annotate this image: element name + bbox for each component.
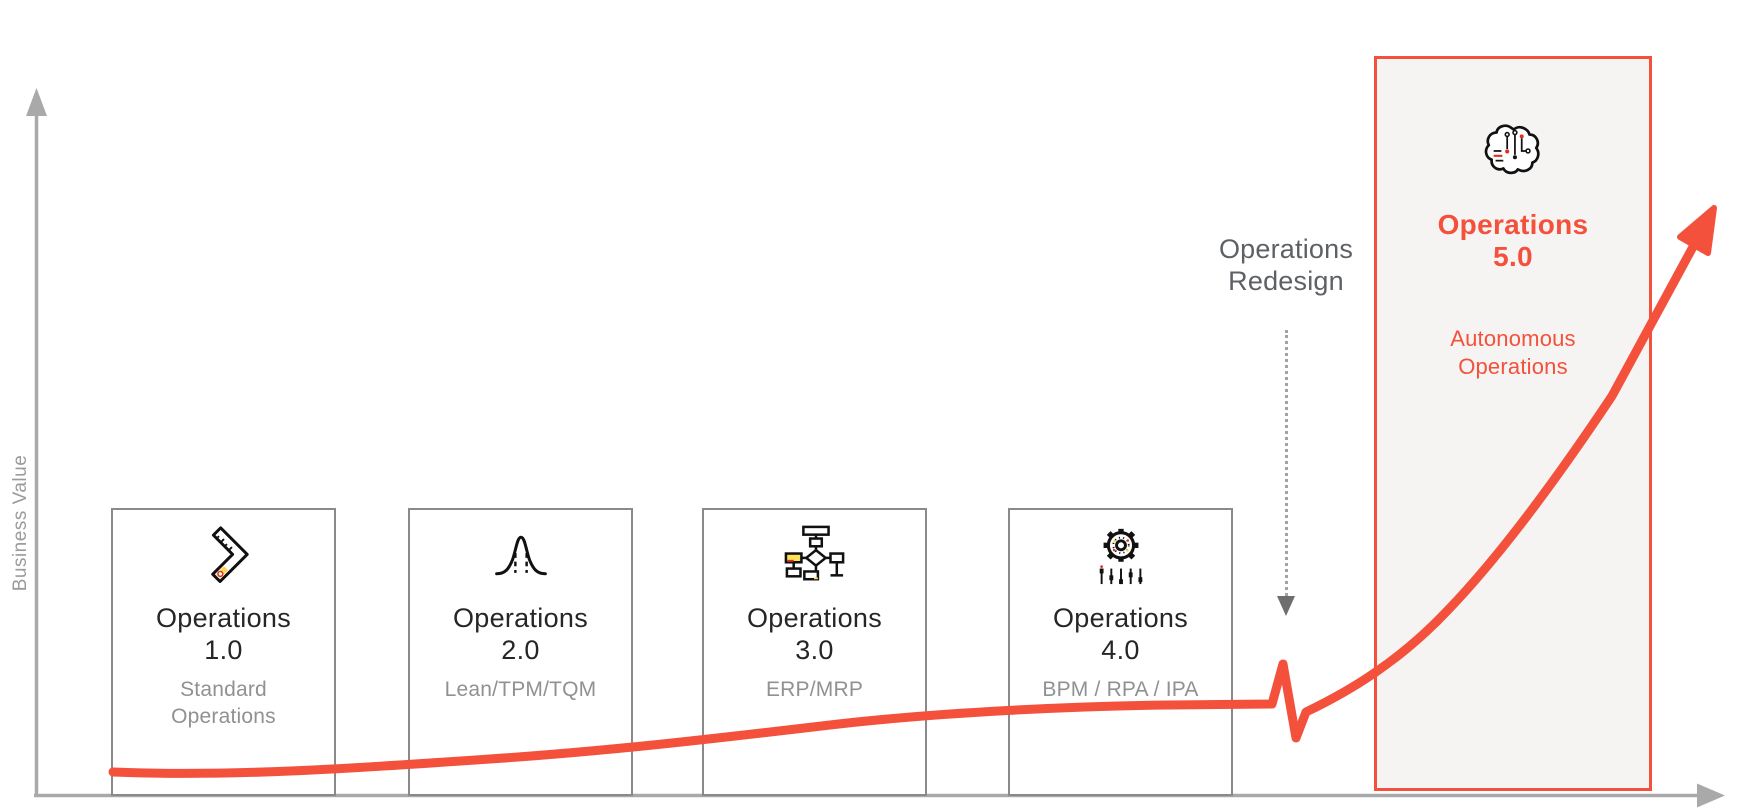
- y-axis-arrowhead-icon: [26, 88, 47, 116]
- stage-title: Operations: [1052, 603, 1189, 633]
- gear-sliders-icon: [1090, 524, 1152, 586]
- redesign-dotted-arrow-line: [1284, 330, 1288, 596]
- highlight-box-operations-5: Operations 5.0 Autonomous Operations: [1374, 56, 1652, 791]
- operations-redesign-label: Operations Redesign: [1166, 234, 1406, 298]
- x-axis-arrowhead-icon: [1697, 783, 1725, 808]
- stage-title: Operations: [155, 603, 292, 633]
- stage-subtitle: ERP/MRP: [765, 677, 864, 701]
- highlight-subtitle: Autonomous Operations: [1450, 326, 1576, 379]
- curve-arrowhead-icon: [1677, 205, 1717, 256]
- redesign-label-line1: Operations: [1218, 234, 1354, 264]
- redesign-arrowhead-icon: [1277, 596, 1295, 616]
- stage-subtitle: Standard Operations: [171, 677, 276, 729]
- carpenter-square-icon: [194, 524, 254, 586]
- flowchart-icon: [784, 524, 846, 586]
- ai-brain-icon: [1482, 121, 1544, 179]
- stage-subtitle: BPM / RPA / IPA: [1042, 677, 1199, 701]
- stage-subtitle: Lean/TPM/TQM: [444, 677, 597, 701]
- stage-box-operations-4: Operations 4.0 BPM / RPA / IPA: [1008, 508, 1233, 796]
- y-axis-label: Business Value: [10, 454, 31, 592]
- stage-version: 3.0: [795, 635, 834, 666]
- stage-version: 4.0: [1101, 635, 1140, 666]
- highlight-version: 5.0: [1493, 241, 1533, 273]
- stage-title: Operations: [452, 603, 589, 633]
- stage-box-operations-1: Operations 1.0 Standard Operations: [111, 508, 336, 796]
- highlight-title: Operations: [1437, 209, 1589, 240]
- stage-version: 1.0: [204, 635, 243, 666]
- stage-version: 2.0: [501, 635, 540, 666]
- redesign-label-line2: Redesign: [1228, 265, 1344, 296]
- stage-box-operations-2: Operations 2.0 Lean/TPM/TQM: [408, 508, 633, 796]
- stage-title: Operations: [746, 603, 883, 633]
- stage-box-operations-3: Operations 3.0 ERP/MRP: [702, 508, 927, 796]
- bell-curve-icon: [491, 524, 551, 586]
